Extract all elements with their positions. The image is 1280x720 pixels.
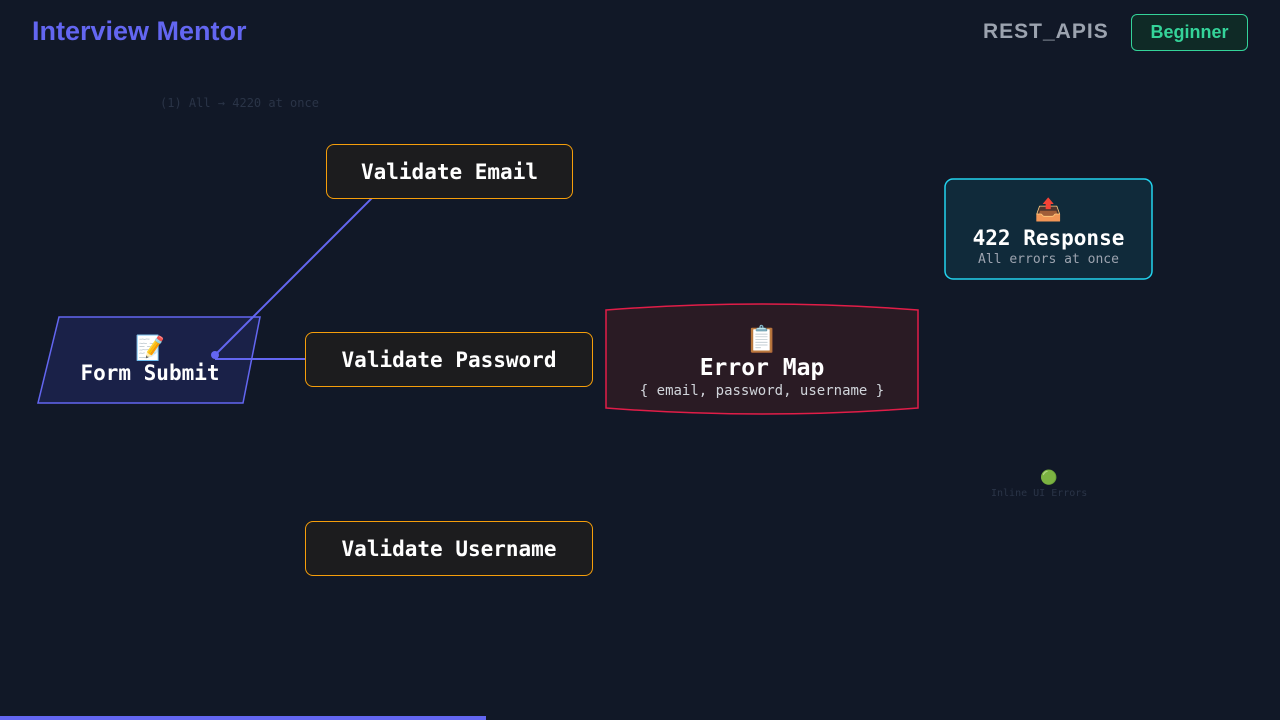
app-title: Interview Mentor <box>32 16 247 46</box>
faded-caption: (1) All → 4220 at once <box>160 96 319 110</box>
edge-submit-to-email <box>214 181 389 356</box>
progress-track <box>0 716 1280 720</box>
form-submit-shape <box>37 316 261 404</box>
validate-password-label: Validate Password <box>341 347 557 372</box>
form-submit-node: 📝 Form Submit <box>60 326 240 394</box>
inline-errors-label: Inline UI Errors <box>991 488 1088 499</box>
validate-password-node: Validate Password <box>305 332 593 387</box>
inline-errors-icon: 🟢 <box>1040 470 1058 486</box>
validate-username-label: Validate Username <box>341 536 557 561</box>
error-map-shape <box>605 303 919 415</box>
memo-icon: 📝 <box>135 334 165 362</box>
outbox-icon: 📤 <box>1034 197 1063 223</box>
validate-username-node: Validate Username <box>305 521 593 576</box>
validate-email-label: Validate Email <box>360 159 538 184</box>
progress-fill <box>0 716 487 720</box>
validate-email-node: Validate Email <box>326 144 573 199</box>
form-submit-label: Form Submit <box>80 361 220 385</box>
error-map-label: Error Map <box>699 355 825 381</box>
topic-label: REST_APIS <box>983 20 1109 43</box>
error-map-fields: { email, password, username } <box>639 383 885 399</box>
response-shape <box>944 178 1153 280</box>
clipboard-icon: 📋 <box>745 325 779 355</box>
response-sub: All errors at once <box>978 251 1119 267</box>
level-badge: Beginner <box>1131 14 1248 51</box>
response-node: 📤 422 Response All errors at once <box>945 192 1152 272</box>
error-map-node: 📋 Error Map { email, password, username … <box>606 318 918 408</box>
edge-origin-dot <box>211 351 219 359</box>
response-label: 422 Response <box>972 225 1125 250</box>
